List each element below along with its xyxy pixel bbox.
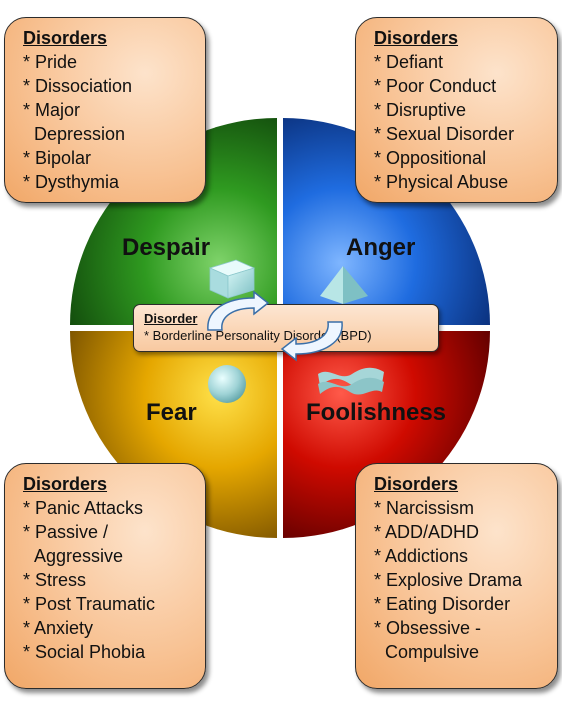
- disorder-item-text: * Obsessive -: [374, 618, 482, 638]
- pyramid-icon: [320, 266, 368, 304]
- disorder-item-text: * Major: [23, 100, 81, 120]
- wave-icon: [318, 367, 384, 395]
- quadrant-foolishness: [283, 331, 490, 538]
- box-title: Disorders: [23, 28, 108, 48]
- disorder-item-continuation: Compulsive: [385, 642, 480, 662]
- sphere-icon: [208, 365, 246, 403]
- quadrant-anger: [283, 118, 490, 325]
- center-box-item: * Borderline Personality Disorder (BPD): [144, 328, 372, 343]
- disorder-item-text: * Social Phobia: [23, 642, 146, 662]
- disorder-item-text: * Stress: [23, 570, 87, 590]
- disorder-item: * Stress: [23, 568, 195, 592]
- disorder-item-text: * Poor Conduct: [374, 76, 497, 96]
- disorder-item-text: * Dysthymia: [23, 172, 120, 192]
- disorder-item: * Dissociation: [23, 74, 195, 98]
- disorder-item: * Bipolar: [23, 146, 195, 170]
- disorder-item-text: * Oppositional: [374, 148, 487, 168]
- disorders-box-foolishness: Disorders * Narcissism * ADD/ADHD * Addict…: [355, 463, 558, 689]
- disorder-item: * Passive / Aggressive: [23, 520, 195, 568]
- box-title: Disorders: [23, 474, 108, 494]
- disorder-item-text: * ADD/ADHD: [374, 522, 480, 542]
- disorders-box-anger: Disorders * Defiant * Poor Conduct * Disru…: [355, 17, 558, 203]
- disorder-item: * Poor Conduct: [374, 74, 547, 98]
- quadrant-label-foolishness: Foolishness: [306, 399, 447, 426]
- disorder-item: * Eating Disorder: [374, 592, 547, 616]
- disorder-item-text: * Physical Abuse: [374, 172, 509, 192]
- disorder-list: * Defiant * Poor Conduct * Disruptive * Sex…: [374, 50, 547, 194]
- disorder-item-text: * Post Traumatic: [23, 594, 156, 614]
- box-title: Disorders: [374, 474, 459, 494]
- disorder-item-text: * Defiant: [374, 52, 444, 72]
- disorder-item-text: * Dissociation: [23, 76, 133, 96]
- disorder-item: * Panic Attacks: [23, 496, 195, 520]
- disorder-item-text: * Passive /: [23, 522, 109, 542]
- disorder-list: * Panic Attacks * Passive / Aggressive * St…: [23, 496, 195, 664]
- disorder-item-continuation: Aggressive: [34, 546, 124, 566]
- disorder-item: * Physical Abuse: [374, 170, 547, 194]
- quadrant-label-fear: Fear: [146, 399, 197, 426]
- disorder-item-continuation: Depression: [34, 124, 126, 144]
- disorder-item: * Sexual Disorder: [374, 122, 547, 146]
- disorder-item: * Social Phobia: [23, 640, 195, 664]
- disorder-item-text: * Narcissism: [374, 498, 475, 518]
- disorder-item-text: * Explosive Drama: [374, 570, 523, 590]
- disorder-item: * Defiant: [374, 50, 547, 74]
- disorder-item: * Dysthymia: [23, 170, 195, 194]
- disorder-item: * Disruptive: [374, 98, 547, 122]
- disorder-item-text: * Disruptive: [374, 100, 467, 120]
- disorder-item: * Narcissism: [374, 496, 547, 520]
- disorder-item: * Anxiety: [23, 616, 195, 640]
- disorder-item: * Addictions: [374, 544, 547, 568]
- disorder-list: * Narcissism * ADD/ADHD * Addictions * Expl…: [374, 496, 547, 664]
- disorder-item-text: * Eating Disorder: [374, 594, 511, 614]
- center-box-title: Disorder: [144, 311, 198, 326]
- disorder-item-text: * Anxiety: [23, 618, 94, 638]
- disorder-item: * Post Traumatic: [23, 592, 195, 616]
- quadrant-label-anger: Anger: [346, 234, 416, 261]
- quadrant-label-despair: Despair: [122, 234, 211, 261]
- box-title: Disorders: [374, 28, 459, 48]
- disorder-item-text: * Addictions: [374, 546, 469, 566]
- disorder-item: * Pride: [23, 50, 195, 74]
- disorder-item: * Explosive Drama: [374, 568, 547, 592]
- disorder-item-text: * Panic Attacks: [23, 498, 144, 518]
- disorder-item-text: * Bipolar: [23, 148, 92, 168]
- disorder-item-text: * Pride: [23, 52, 78, 72]
- center-disorder-box: Disorder * Borderline Personality Disord…: [133, 304, 439, 352]
- cube-icon: [208, 259, 256, 299]
- disorder-item-text: * Sexual Disorder: [374, 124, 515, 144]
- disorder-item: * Obsessive - Compulsive: [374, 616, 547, 664]
- disorder-item: * ADD/ADHD: [374, 520, 547, 544]
- disorders-box-fear: Disorders * Panic Attacks * Passive / Aggr…: [4, 463, 206, 689]
- disorder-item: * Oppositional: [374, 146, 547, 170]
